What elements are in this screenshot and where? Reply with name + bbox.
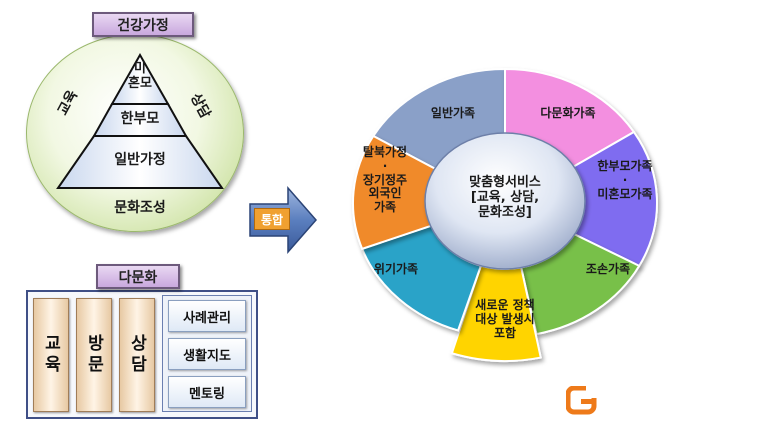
- multicultural-column-visit: 방문: [76, 298, 112, 412]
- g-logo: [566, 386, 598, 415]
- pyramid: [56, 52, 224, 189]
- ring-center: [424, 132, 586, 270]
- multicultural-column-counsel: 상담: [119, 298, 155, 412]
- pyramid-top-label: 미 혼모: [128, 61, 152, 91]
- ring-center-label: 맞춤형서비스 [교육, 상담, 문화조성]: [469, 175, 541, 220]
- ring-segment-multicultural-label: 다문화가족: [540, 106, 596, 120]
- pyramid-middle-label: 한부모: [120, 111, 160, 127]
- integration-label: 통합: [254, 208, 290, 230]
- ring-segment-grandparent-label: 조손가족: [585, 262, 631, 276]
- multicultural-row-case-management: 사례관리: [168, 300, 246, 332]
- ring-segment-general-label: 일반가족: [430, 106, 476, 120]
- multicultural-column-education: 교육: [33, 298, 69, 412]
- ring-segment-defector-label: 탈북가정 · 장기정주 외국인 가족: [362, 145, 408, 215]
- base-label: 문화조성: [114, 200, 166, 216]
- multicultural-row-life-guidance: 생활지도: [168, 338, 246, 370]
- ring-segment-crisis-label: 위기가족: [373, 262, 419, 276]
- pyramid-bottom-label: 일반가정: [114, 152, 166, 168]
- multicultural-header: 다문화: [96, 264, 180, 289]
- ring-segment-single-parent-label: 한부모가족 · 미혼모가족: [597, 159, 653, 201]
- health-family-header: 건강가정: [92, 12, 194, 37]
- ring-segment-new-policy-label: 새로운 정책 대상 발생시 포함: [475, 298, 535, 340]
- pyramid-tier-bottom: [56, 135, 224, 189]
- multicultural-row-mentoring: 멘토링: [168, 376, 246, 408]
